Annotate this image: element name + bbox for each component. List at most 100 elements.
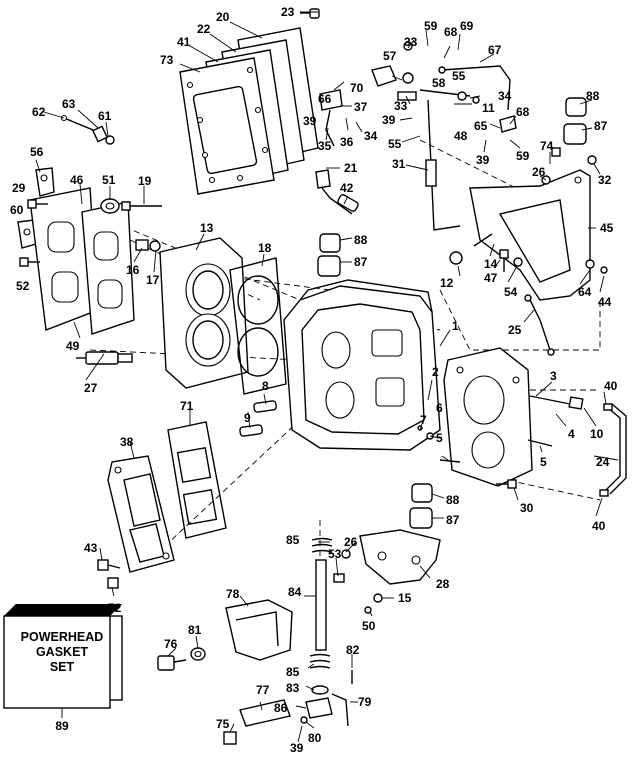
link-rod-31-drawing (425, 99, 461, 231)
callout-83: 83 (286, 681, 300, 695)
callout-5b: 5 (540, 455, 547, 469)
callout-86: 86 (274, 701, 288, 715)
rod-79-drawing (300, 693, 349, 727)
callout-40b: 40 (592, 519, 606, 533)
callout-77: 77 (256, 683, 270, 697)
callout-49: 49 (66, 339, 80, 353)
callout-42: 42 (340, 181, 354, 195)
callout-21: 21 (344, 161, 358, 175)
callout-15: 15 (398, 591, 412, 605)
callout-26a: 26 (532, 165, 546, 179)
callout-58: 58 (432, 76, 446, 90)
callout-85a: 85 (286, 533, 300, 547)
callout-38: 38 (120, 435, 134, 449)
callout-33b: 33 (394, 99, 408, 113)
callout-34b: 34 (498, 89, 512, 103)
fittings-16-17-drawing (135, 239, 161, 252)
lever-77-75-drawing (223, 699, 291, 745)
callout-71: 71 (180, 399, 194, 413)
callout-11: 11 (482, 101, 495, 115)
callout-numbers: 23 20 22 41 73 62 63 61 56 29 46 51 19 6… (10, 5, 618, 755)
rod-67-drawing (438, 65, 511, 111)
callout-10: 10 (590, 427, 604, 441)
callout-40a: 40 (604, 379, 618, 393)
callout-5a: 5 (436, 431, 443, 445)
head-gasket-18-drawing (229, 257, 287, 395)
callout-39b: 39 (382, 113, 396, 127)
callout-66: 66 (318, 92, 332, 106)
screw-43-72-drawing (97, 559, 121, 589)
callout-70: 70 (350, 81, 364, 95)
callout-37: 37 (354, 100, 368, 114)
callout-6: 6 (436, 401, 443, 415)
callout-39a: 39 (303, 114, 317, 128)
nut-15-50-drawing (364, 593, 383, 614)
cylinder-block-drawing (283, 279, 441, 451)
callout-24: 24 (596, 455, 610, 469)
kit-line-1: POWERHEAD (21, 630, 104, 644)
callout-44: 44 (598, 295, 612, 309)
plug-12-drawing (449, 233, 493, 265)
callout-67: 67 (488, 43, 502, 57)
callout-36: 36 (340, 135, 354, 149)
callout-4: 4 (568, 427, 575, 441)
callout-64: 64 (578, 285, 592, 299)
callout-87c: 87 (446, 513, 460, 527)
callout-34a: 34 (364, 129, 378, 143)
callout-13: 13 (200, 221, 214, 235)
callout-39d: 39 (290, 741, 304, 755)
bracket-45-drawing (469, 169, 591, 301)
callout-76: 76 (164, 637, 178, 651)
callout-26b: 26 (344, 535, 358, 549)
callout-33a: 33 (404, 35, 418, 49)
callout-55a: 55 (452, 69, 466, 83)
callout-61: 61 (98, 109, 112, 123)
callout-74: 74 (540, 139, 554, 153)
bolt-19-drawing (121, 201, 162, 211)
callout-55b: 55 (388, 137, 402, 151)
callout-88b: 88 (586, 89, 600, 103)
callout-54: 54 (504, 285, 518, 299)
callout-65: 65 (474, 119, 488, 133)
callout-53: 53 (328, 547, 342, 561)
exhaust-cover-stack (179, 27, 319, 195)
callout-47: 47 (484, 271, 498, 285)
powerhead-gasket-set-box: POWERHEAD GASKET SET 89 (3, 604, 123, 733)
shaft-84-drawing (305, 537, 333, 719)
callout-45: 45 (600, 221, 614, 235)
callout-22: 22 (197, 22, 211, 36)
callout-20: 20 (216, 10, 230, 24)
callout-9: 9 (244, 411, 251, 425)
callout-73: 73 (160, 53, 174, 67)
callout-88c: 88 (446, 493, 460, 507)
callout-80: 80 (308, 731, 322, 745)
callout-87a: 87 (354, 255, 368, 269)
bracket-28-drawing (333, 529, 441, 585)
callout-56: 56 (30, 145, 44, 159)
callout-81: 81 (188, 623, 202, 637)
manifold-38-drawing (107, 455, 175, 573)
callout-68b: 68 (516, 105, 530, 119)
spark-plug-27-drawing (76, 351, 133, 365)
callout-39c: 39 (476, 153, 490, 167)
dowel-pins-drawing (239, 400, 277, 437)
callout-79: 79 (358, 695, 372, 709)
callout-35: 35 (318, 139, 332, 153)
callout-50: 50 (362, 619, 376, 633)
callout-30: 30 (520, 501, 534, 515)
hose-24-drawing (599, 403, 627, 497)
kit-number: 89 (55, 719, 69, 733)
bracket-78-drawing (225, 599, 293, 661)
callout-27: 27 (84, 381, 98, 395)
callout-29: 29 (12, 181, 26, 195)
callout-28: 28 (436, 577, 450, 591)
cylinder-head-13-drawing (159, 237, 249, 389)
ground-wire-25-drawing (524, 294, 555, 356)
callout-23: 23 (281, 5, 295, 19)
callout-25: 25 (508, 323, 522, 337)
kit-line-3: SET (50, 660, 75, 674)
callout-75: 75 (216, 717, 230, 731)
temp-sensor-drawing (60, 114, 115, 145)
